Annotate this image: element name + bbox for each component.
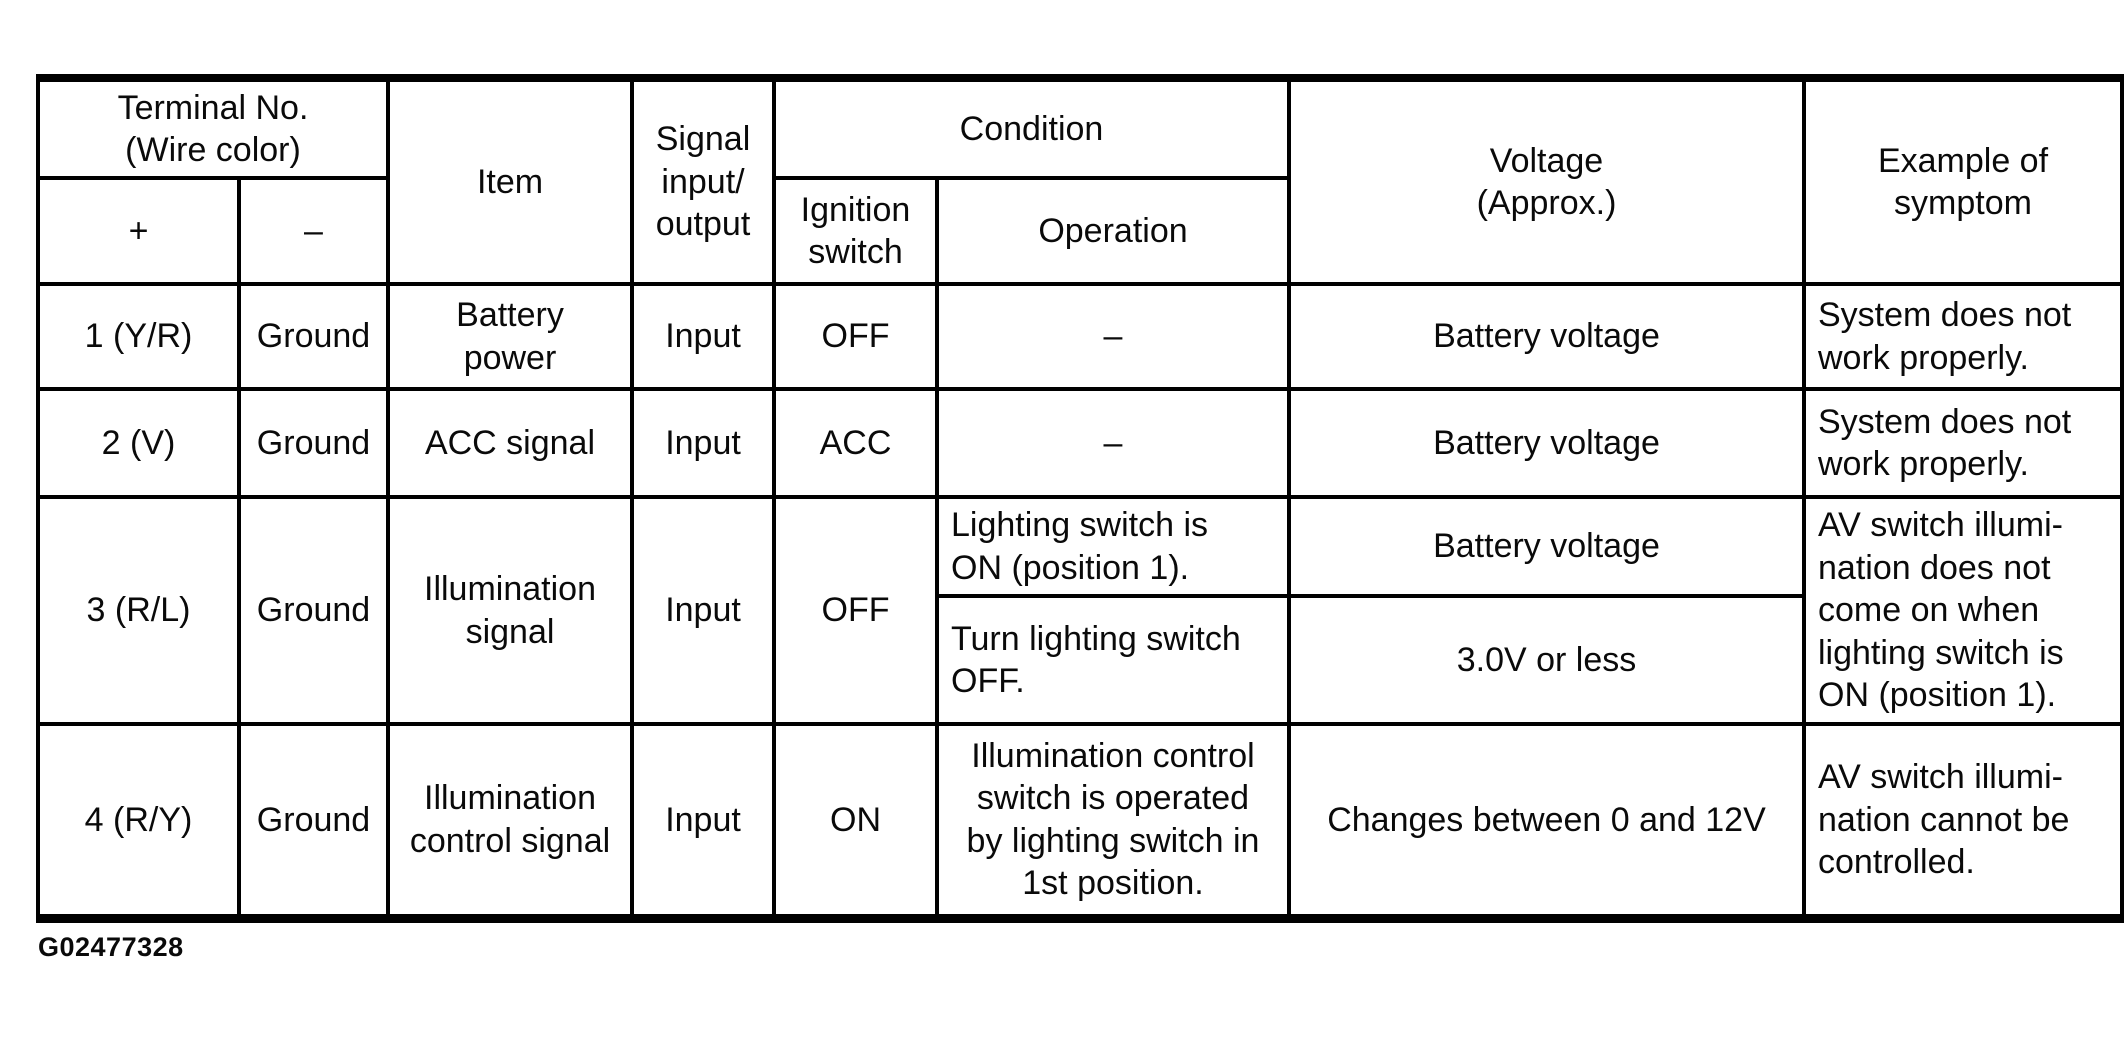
header-symptom: Example of symptom: [1802, 76, 2124, 286]
row4-ignition: ON: [772, 722, 939, 920]
row3-symptom: AV switch illumi- nation does not come o…: [1802, 495, 2124, 726]
row3-terminal-plus: 3 (R/L): [36, 495, 241, 726]
row3-signal: Input: [630, 495, 776, 726]
header-terminal-no: Terminal No. (Wire color): [36, 76, 390, 180]
table-row-terminal-3b: Turn lighting switch OFF. 3.0V or less: [38, 594, 2122, 726]
header-row-1: Terminal No. (Wire color) Item Signal in…: [36, 76, 2124, 286]
row4-terminal-minus: Ground: [237, 722, 390, 920]
row1-voltage: Battery voltage: [1287, 282, 1806, 391]
row2-ignition: ACC: [772, 387, 939, 499]
header-condition: Condition: [772, 76, 1291, 180]
row2-terminal-minus: Ground: [237, 387, 390, 499]
row2-operation: –: [935, 387, 1291, 499]
header-row-2: + – Ignition switch Operation: [36, 176, 2122, 286]
figure-id: G02477328: [38, 932, 184, 962]
row1-terminal-plus: 1 (Y/R): [36, 282, 241, 391]
row3-terminal-minus: Ground: [237, 495, 390, 726]
row3b-operation: Turn lighting switch OFF.: [935, 594, 1291, 726]
row2-symptom: System does not work properly.: [1802, 387, 2124, 499]
header-plus: +: [36, 176, 241, 286]
row1-symptom: System does not work properly.: [1802, 282, 2124, 391]
row3a-operation: Lighting switch is ON (position 1).: [935, 495, 1291, 598]
row1-terminal-minus: Ground: [237, 282, 390, 391]
row4-item: Illumination control signal: [386, 722, 634, 920]
row3-item: Illumination signal: [386, 495, 634, 726]
row2-signal: Input: [630, 387, 776, 499]
header-item: Item: [386, 76, 634, 286]
row2-terminal-plus: 2 (V): [36, 387, 241, 499]
row3a-voltage: Battery voltage: [1287, 495, 1806, 598]
table-row-terminal-3a: 3 (R/L) Ground Illumination signal Input…: [36, 495, 2124, 726]
row1-item: Battery power: [386, 282, 634, 391]
table-row-terminal-4: 4 (R/Y) Ground Illumination control sign…: [36, 722, 2124, 920]
row3-ignition: OFF: [772, 495, 939, 726]
header-signal-io: Signal input/ output: [630, 76, 776, 286]
row1-ignition: OFF: [772, 282, 939, 391]
table-row-terminal-2: 2 (V) Ground ACC signal Input ACC – Batt…: [36, 387, 2124, 499]
table-row-terminal-1: 1 (Y/R) Ground Battery power Input OFF –…: [36, 282, 2124, 391]
terminal-spec-table: Terminal No. (Wire color) Item Signal in…: [36, 74, 2124, 923]
row1-operation: –: [935, 282, 1291, 391]
row4-symptom: AV switch illumi- nation cannot be contr…: [1802, 722, 2124, 920]
row4-signal: Input: [630, 722, 776, 920]
header-minus: –: [237, 176, 390, 286]
row4-terminal-plus: 4 (R/Y): [36, 722, 241, 920]
row2-voltage: Battery voltage: [1287, 387, 1806, 499]
row4-operation: Illumination control switch is operated …: [935, 722, 1291, 920]
header-voltage: Voltage (Approx.): [1287, 76, 1806, 286]
row3b-voltage: 3.0V or less: [1287, 594, 1806, 726]
row1-signal: Input: [630, 282, 776, 391]
row4-voltage: Changes between 0 and 12V: [1287, 722, 1806, 920]
header-operation: Operation: [935, 176, 1291, 286]
row2-item: ACC signal: [386, 387, 634, 499]
header-ignition-switch: Ignition switch: [772, 176, 939, 286]
